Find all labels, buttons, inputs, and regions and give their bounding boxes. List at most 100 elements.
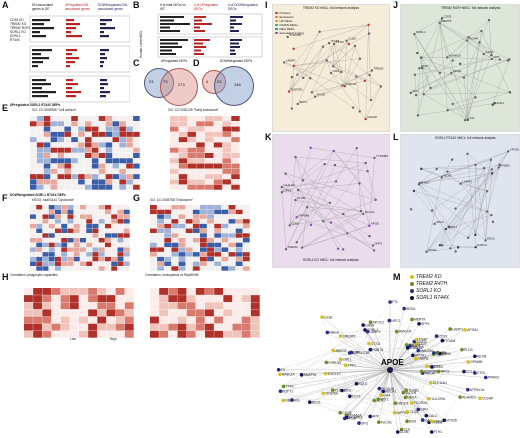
- panel-m-node-label: NPC1: [441, 370, 450, 374]
- heatmap-cell: [231, 163, 240, 169]
- panel-m-edge: [358, 331, 397, 424]
- panel-m-node-label: SOAT1: [416, 340, 427, 344]
- heatmap-cell: [133, 116, 140, 121]
- panel-m-node: [412, 339, 417, 344]
- network-edge: [354, 45, 361, 59]
- panel-m-node: [379, 393, 384, 398]
- panel-m-node: [281, 398, 285, 403]
- heatmap-cell: [85, 137, 92, 143]
- heatmap-cell: [105, 163, 113, 169]
- heatmap-cell: [200, 219, 207, 224]
- network-edge: [475, 159, 492, 235]
- panel-m-edge: [340, 336, 391, 371]
- network-legend-label: associated sorting: [279, 31, 304, 35]
- panel-m-node-label: SQSTM1: [424, 370, 438, 374]
- network-node-label: APOE: [453, 69, 461, 73]
- network-node: [294, 198, 297, 202]
- network-edge: [365, 86, 381, 120]
- panel-m-node: [392, 411, 397, 415]
- network-edge: [414, 33, 441, 73]
- panel-m-node: [347, 351, 352, 355]
- heatmap-cell: [50, 126, 58, 132]
- heatmap-cell: [86, 252, 93, 257]
- heatmap-cell: [178, 233, 186, 238]
- network-edge: [359, 183, 370, 226]
- heatmap-cell: [231, 158, 240, 164]
- network-node: [490, 172, 494, 175]
- heatmap-cell: [98, 219, 105, 224]
- panel-m-node: [338, 410, 343, 415]
- heatmap-cell: [51, 295, 61, 302]
- panel-f-sub1: KEGG: hsa04144 "Lysosome": [32, 198, 75, 202]
- network-node: [358, 57, 362, 60]
- heatmap-cell: [185, 219, 193, 224]
- network-edge: [288, 77, 293, 92]
- heatmap-cell: [61, 223, 68, 229]
- heatmap-cell: [221, 252, 229, 257]
- heatmap-cell: [170, 163, 179, 169]
- heatmap-cell: [250, 316, 260, 324]
- heatmap-cell: [48, 214, 55, 219]
- panel-m-node-label: INPP5D: [397, 411, 410, 415]
- network-node-label: TYROBP: [289, 33, 301, 37]
- heatmap-cell: [71, 184, 78, 190]
- heatmap-cell: [61, 205, 68, 210]
- panel-m-node-label: GRN: [420, 408, 428, 412]
- network-edge: [414, 34, 423, 69]
- panel-m-edge: [406, 353, 440, 422]
- heatmap-cell: [171, 247, 179, 252]
- network-edge: [333, 66, 365, 81]
- heatmap-cell: [117, 209, 124, 215]
- panel-m-node: [278, 389, 283, 394]
- network-edge: [417, 18, 443, 116]
- heatmap-cell: [98, 233, 105, 238]
- heatmap-cell: [92, 247, 99, 252]
- network-node: [485, 210, 489, 213]
- network-edge: [314, 70, 372, 97]
- network-edge: [431, 169, 492, 211]
- network-node-label: GPNMB: [298, 213, 309, 217]
- network-node: [280, 185, 284, 189]
- panel-m-edge: [340, 359, 391, 371]
- heatmap-cell: [242, 205, 250, 210]
- panel-b-header-3: # of DOWNregulated DEGs: [228, 3, 258, 11]
- heatmap-cell: [133, 126, 140, 132]
- network-node: [371, 244, 375, 247]
- heatmap-cell: [178, 126, 188, 132]
- heatmap-cell: [64, 158, 71, 164]
- heatmap-cell: [228, 223, 236, 229]
- heatmap-cell: [111, 223, 118, 229]
- heatmap-cell: [91, 126, 99, 132]
- panel-m-node-label: PSAP: [419, 338, 429, 342]
- heatmap-cell: [85, 184, 92, 190]
- panel-m-node: [367, 341, 371, 346]
- heatmap-cell: [200, 223, 207, 229]
- network-node: [480, 29, 483, 33]
- network-edge: [421, 57, 431, 89]
- network-node: [421, 66, 424, 70]
- network-node: [484, 239, 487, 242]
- heatmap-cell: [126, 121, 133, 127]
- network-node-label: APOE: [428, 248, 436, 252]
- network-edge: [439, 30, 482, 73]
- network-node: [309, 77, 312, 80]
- heatmap-cell: [157, 209, 164, 215]
- panel-m-legend-label: SORL1 KO: [416, 288, 442, 294]
- panel-m-node: [323, 371, 328, 376]
- panel-m-node: [381, 389, 386, 394]
- heatmap-cell: [159, 330, 169, 338]
- heatmap-cell: [178, 179, 188, 185]
- panel-m-edge: [368, 343, 408, 412]
- heatmap-cell: [50, 137, 58, 143]
- panel-m-node-label: CTSZ: [410, 346, 419, 350]
- heatmap-cell: [30, 261, 36, 266]
- panel-m-edge: [389, 369, 398, 433]
- heatmap-cell: [222, 163, 231, 169]
- heatmap-cell: [164, 256, 172, 262]
- network-edge: [301, 207, 308, 248]
- heatmap-cell: [36, 153, 44, 158]
- heatmap-cell: [133, 137, 140, 143]
- heatmap-cell: [30, 116, 37, 121]
- heatmap-cell: [79, 309, 88, 317]
- heatmap-cell: [43, 153, 51, 158]
